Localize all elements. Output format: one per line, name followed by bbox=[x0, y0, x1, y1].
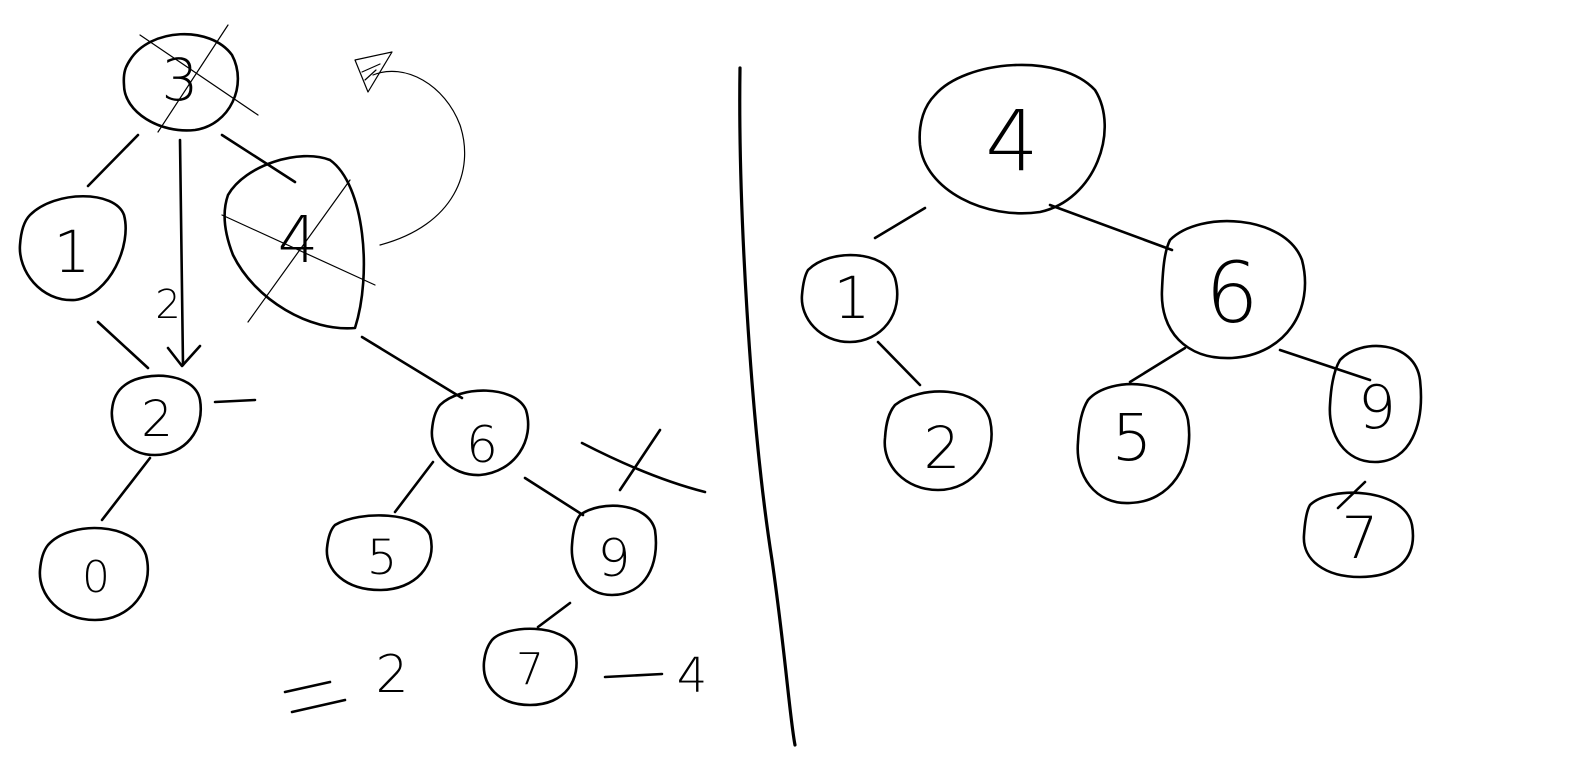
right-node-1: 1 bbox=[800, 253, 899, 344]
node-label: 2 bbox=[141, 390, 173, 448]
node-label: 2 bbox=[924, 414, 961, 482]
right-node-6: 6 bbox=[1160, 219, 1307, 360]
right-edges bbox=[873, 203, 1372, 510]
left-node-1: 1 bbox=[18, 194, 127, 302]
left-node-7: 7 bbox=[482, 627, 578, 707]
node-label: 3 bbox=[162, 46, 199, 114]
right-tree: 4 1 6 2 5 9 7 bbox=[800, 63, 1423, 579]
node-label: 4 bbox=[985, 92, 1038, 190]
right-node-9: 9 bbox=[1328, 344, 1423, 464]
left-node-0: 0 bbox=[38, 526, 149, 622]
deletion-arrow: 2 bbox=[155, 138, 202, 368]
left-node-5: 5 bbox=[325, 514, 433, 592]
node-label: 4 bbox=[278, 204, 319, 278]
node-label: 7 bbox=[516, 644, 544, 695]
node-label: 5 bbox=[367, 530, 398, 586]
right-node-2: 2 bbox=[883, 390, 993, 492]
left-node-2: 2 bbox=[110, 374, 203, 457]
curved-arrow bbox=[354, 51, 466, 246]
node-label: 6 bbox=[1205, 244, 1258, 342]
footer-notes: 2 4 bbox=[283, 645, 708, 714]
left-node-6: 6 bbox=[430, 389, 530, 477]
eq-value: 2 bbox=[375, 645, 408, 705]
node-label: 9 bbox=[1358, 373, 1396, 443]
dash-value: 4 bbox=[677, 648, 708, 704]
left-node-9: 9 bbox=[570, 504, 658, 597]
right-node-4: 4 bbox=[918, 63, 1106, 215]
divider-line bbox=[738, 66, 797, 747]
left-tree: 3 1 4 2 0 6 bbox=[18, 24, 708, 714]
node-label: 7 bbox=[1342, 504, 1379, 572]
right-node-5: 5 bbox=[1076, 382, 1191, 505]
node-label: 1 bbox=[834, 264, 871, 332]
left-node-4: 4 bbox=[221, 154, 376, 330]
arrow-label: 2 bbox=[155, 282, 180, 328]
left-node-3: 3 bbox=[122, 24, 259, 133]
node-label: 9 bbox=[597, 529, 630, 589]
node-label: 0 bbox=[82, 552, 110, 603]
node-label: 6 bbox=[466, 416, 498, 474]
node-label: 5 bbox=[1112, 402, 1153, 476]
right-node-7: 7 bbox=[1302, 491, 1415, 579]
left-edges bbox=[86, 133, 707, 629]
node-label: 1 bbox=[54, 218, 91, 286]
